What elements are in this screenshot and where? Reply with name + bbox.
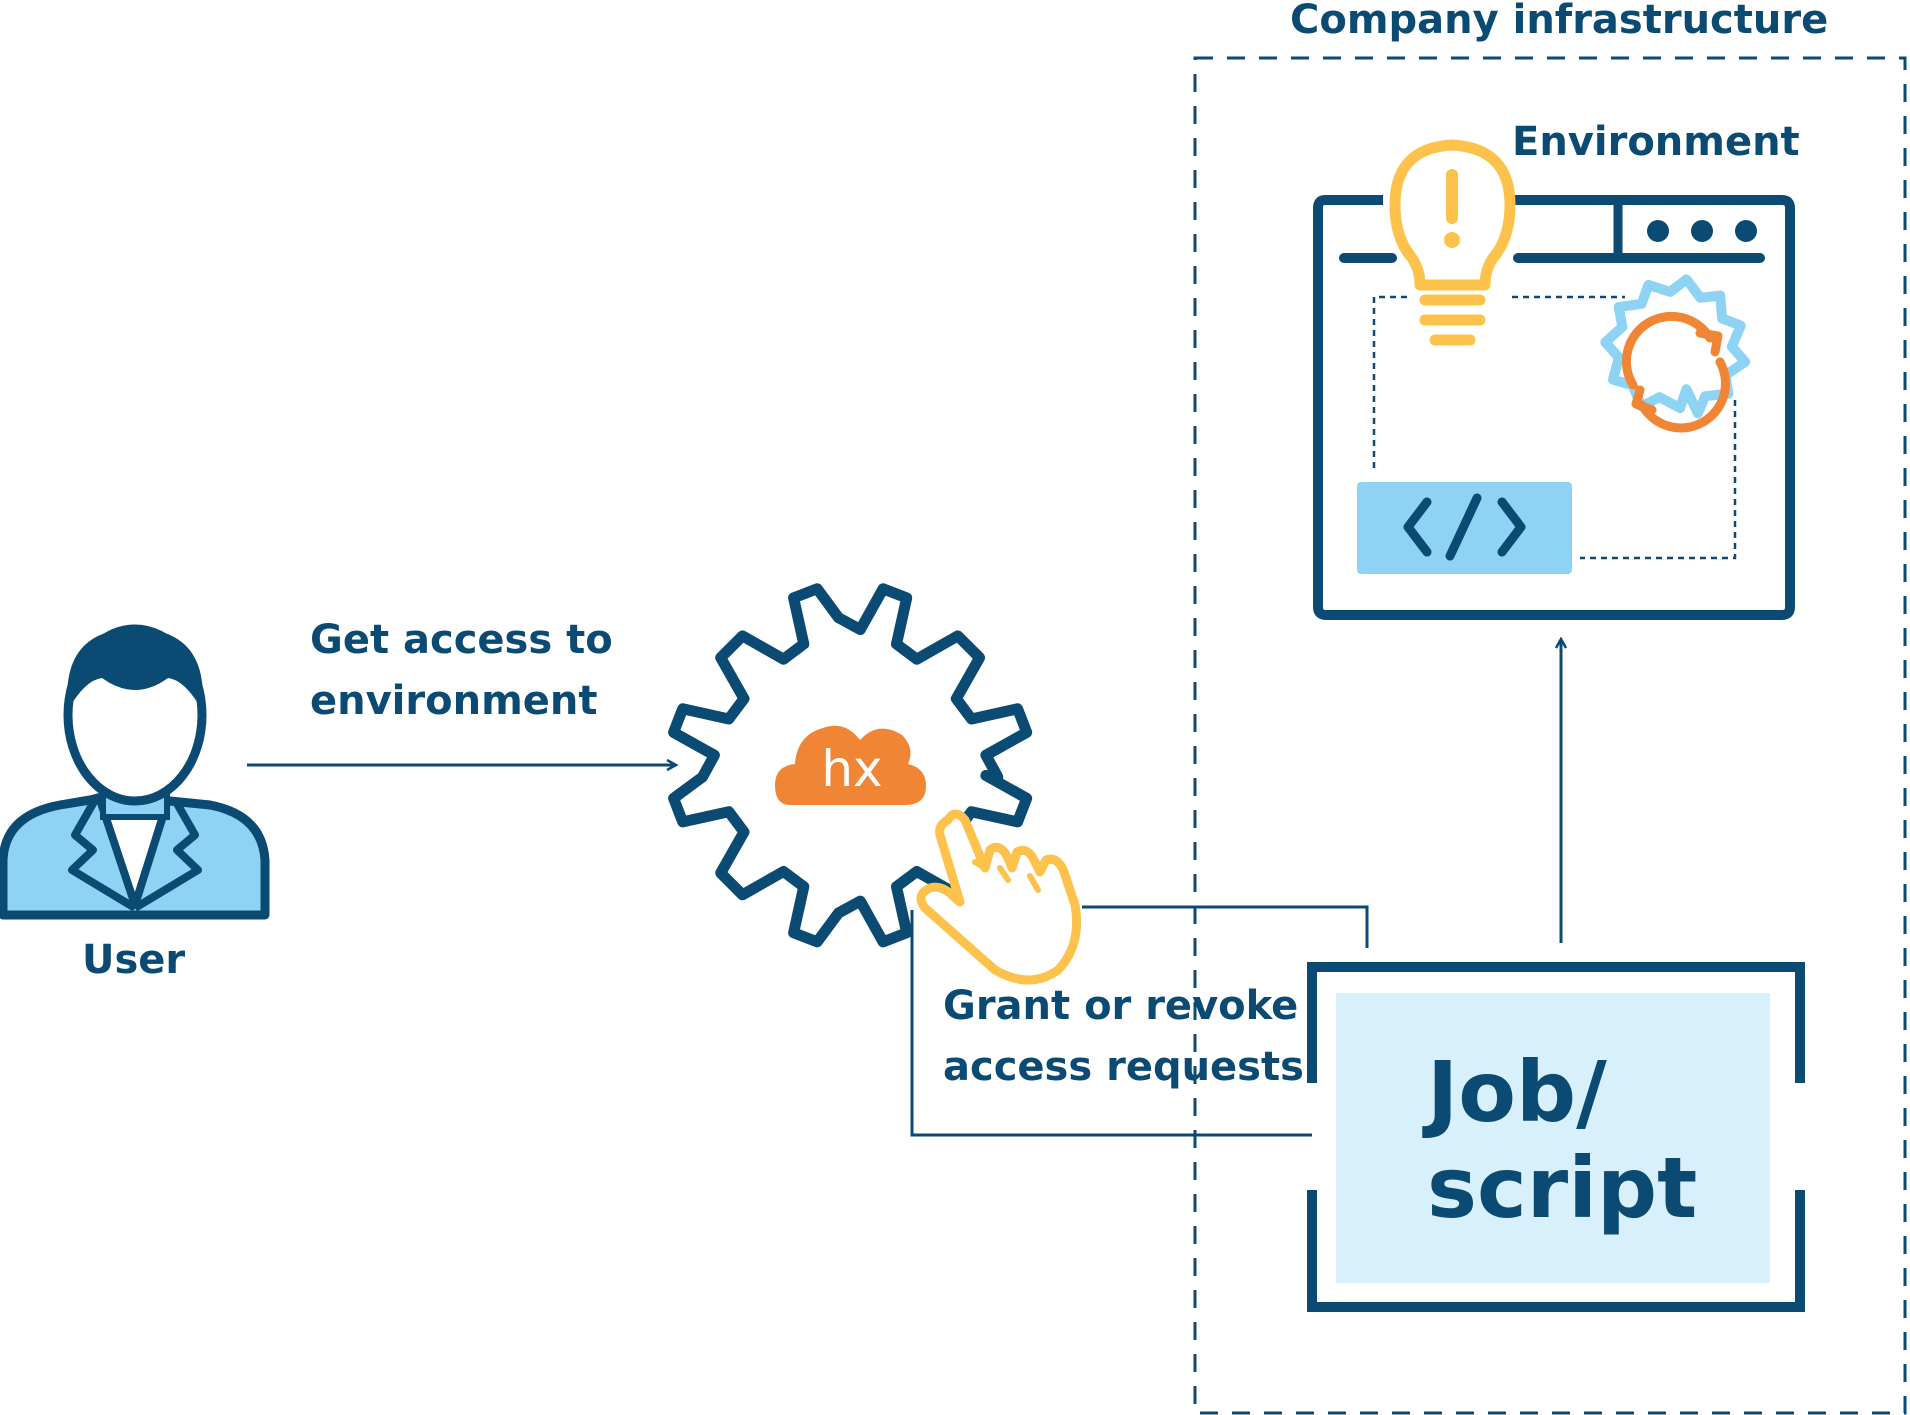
label-environment: Environment	[1512, 119, 1800, 165]
sync-gear-icon	[1600, 274, 1751, 433]
label-user: User	[82, 937, 186, 983]
connector-gear-to-job	[1082, 905, 1369, 948]
label-job-script: Job/ script	[1427, 1044, 1697, 1236]
code-icon	[1357, 482, 1572, 574]
label-grant-revoke: Grant or revoke access requests	[943, 976, 1304, 1098]
label-get-access: Get access to environment	[310, 610, 613, 732]
label-job-line2: script	[1427, 1139, 1698, 1237]
lightbulb-icon	[1389, 139, 1516, 346]
logo-text: hx	[821, 740, 882, 798]
label-grant-line2: access requests	[943, 1044, 1304, 1090]
job-script-box	[1307, 962, 1805, 1312]
user-icon	[0, 624, 270, 920]
gear-cloud-icon: hx	[668, 583, 1033, 948]
label-get-access-line2: environment	[310, 678, 598, 724]
label-job-line1: Job/	[1427, 1043, 1607, 1141]
label-company-infrastructure: Company infrastructure	[1290, 0, 1829, 43]
connector-job-to-gear	[910, 910, 1312, 1137]
infrastructure-boundary	[1193, 56, 1907, 1415]
label-get-access-line1: Get access to	[310, 617, 613, 663]
label-grant-line1: Grant or revoke	[943, 983, 1299, 1029]
pointer-hand-icon	[916, 809, 1082, 985]
